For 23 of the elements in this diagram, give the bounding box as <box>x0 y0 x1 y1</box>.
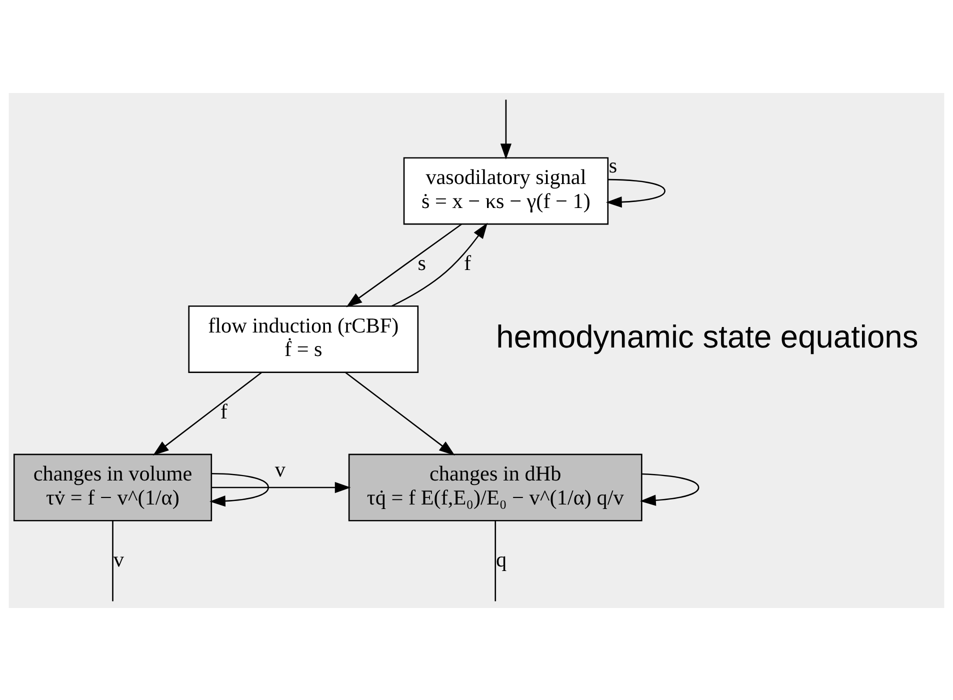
edge-label: f <box>464 250 472 275</box>
node-box: changes in dHb τq̇ = f E(f,E₀)/E₀ − v^(1/α) q/v <box>348 453 642 521</box>
arrow <box>640 472 700 506</box>
arrow <box>345 372 455 456</box>
arrow <box>500 99 512 159</box>
connector <box>112 520 114 601</box>
node-box: vasodilatory signal ṡ = x − κs − γ(f − 1) <box>403 156 609 224</box>
connector <box>494 520 496 601</box>
label: hemodynamic state equations <box>496 318 918 354</box>
arrow <box>606 178 666 208</box>
edge-label: v <box>113 547 124 572</box>
node-box: changes in volume τv̇ = f − v^(1/α) <box>13 453 212 521</box>
edge-label: q <box>496 547 507 572</box>
arrow <box>212 481 351 493</box>
edge-label: s <box>418 250 426 275</box>
arrow <box>209 472 269 506</box>
arrow <box>346 223 462 307</box>
edge-label: f <box>220 398 228 423</box>
node-box: flow induction (rCBF) ḟ = s <box>188 304 419 372</box>
edge-label: v <box>274 457 286 482</box>
arrow <box>152 372 262 456</box>
arrow <box>391 222 488 306</box>
edge-label: s <box>608 153 618 178</box>
